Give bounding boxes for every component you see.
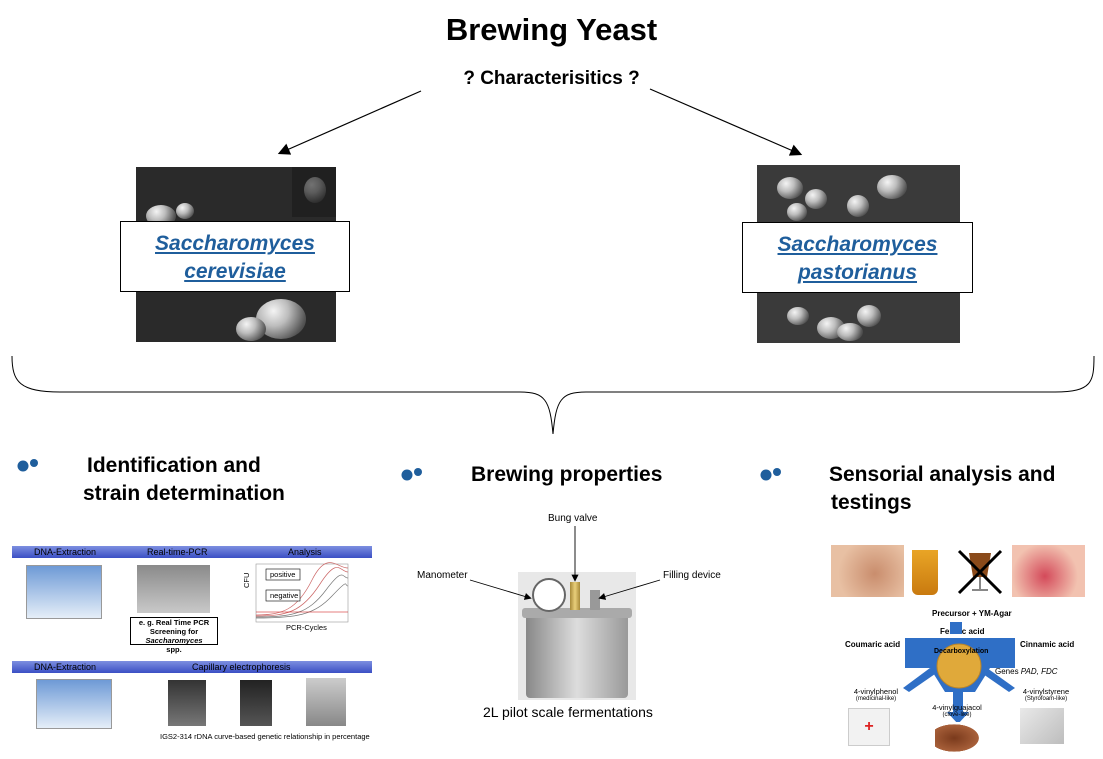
genes-prefix: Genes bbox=[995, 667, 1021, 676]
decarboxylation-arrows bbox=[903, 622, 1015, 724]
pcr-machine-photo bbox=[137, 565, 210, 613]
vinylguaiacol-block: 4-vinylguajacol (clove-like) bbox=[926, 703, 988, 718]
precursor-label: Precursor + YM-Agar bbox=[932, 609, 1012, 618]
nose-photo bbox=[831, 545, 904, 597]
step-dna-extraction-2: DNA-Extraction bbox=[34, 662, 97, 672]
cerevisiae-link-line1[interactable]: Saccharomyces bbox=[155, 232, 315, 255]
identification-heading-line1: Identification and bbox=[87, 454, 261, 477]
electrophoresis-screen-photo bbox=[240, 680, 272, 726]
cinnamic-acid-label: Cinnamic acid bbox=[1020, 640, 1075, 649]
pcr-curve-chart bbox=[255, 562, 349, 623]
pcr-caption-box: e. g. Real Time PCR Screening for Saccha… bbox=[130, 617, 218, 654]
coumaric-acid-label: Coumaric acid bbox=[845, 640, 901, 649]
decarboxylation-label: Decarboxylation bbox=[934, 648, 989, 655]
pipette-photo-2 bbox=[36, 679, 112, 729]
brewing-heading: Brewing properties bbox=[471, 463, 663, 486]
cerevisiae-label[interactable]: Saccharomyces cerevisiae bbox=[120, 221, 350, 292]
workflow-bar-row2: DNA-Extraction Capillary electrophoresis bbox=[12, 661, 372, 673]
question-label: ? Characterisitics ? bbox=[463, 68, 640, 89]
sensorial-heading-line1: Sensorial analysis and bbox=[829, 463, 1056, 486]
vinylguaiacol-note: (clove-like) bbox=[942, 712, 972, 718]
pcr-caption-line2b: Saccharomyces bbox=[145, 636, 203, 645]
vinylstyrene-label: 4-vinylstyrene bbox=[1022, 687, 1070, 696]
vinylstyrene-note: (Styrofoam-like) bbox=[1024, 696, 1068, 702]
step-realtime-pcr: Real-time-PCR bbox=[147, 547, 208, 557]
bung-valve-label: Bung valve bbox=[548, 513, 598, 524]
analyzer-photo bbox=[306, 678, 346, 726]
pcr-caption-line2a: Screening for bbox=[149, 627, 199, 636]
vinylstyrene-block: 4-vinylstyrene (Styrofoam-like) bbox=[1016, 687, 1076, 702]
vinylphenol-label: 4-vinylphenol bbox=[853, 687, 899, 696]
step-capillary-electrophoresis: Capillary electrophoresis bbox=[192, 662, 291, 672]
genes-italic: PAD, FDC bbox=[1020, 667, 1058, 676]
beer-glass-photo bbox=[912, 540, 938, 595]
sensorial-heading: Sensorial analysis and testings bbox=[829, 461, 1055, 517]
vinylphenol-note: (medicinal-like) bbox=[855, 696, 897, 702]
pcr-caption-line3: spp. bbox=[166, 645, 182, 654]
arrow-left bbox=[277, 90, 422, 155]
bullet-icon bbox=[17, 459, 38, 472]
bullet-icon bbox=[760, 468, 781, 481]
chart-positive-label: positive bbox=[270, 570, 296, 579]
ferulic-acid-label: Ferulic acid bbox=[940, 627, 985, 636]
genes-label: Genes PAD, FDC bbox=[995, 667, 1058, 676]
step-dna-extraction: DNA-Extraction bbox=[34, 547, 97, 557]
sensorial-heading-line2: testings bbox=[831, 491, 912, 514]
connector-lines bbox=[11, 88, 1095, 435]
identification-heading-line2: strain determination bbox=[83, 482, 285, 505]
curly-brace bbox=[11, 355, 1095, 435]
styrofoam-photo bbox=[1020, 708, 1064, 744]
pastorianus-link-line1[interactable]: Saccharomyces bbox=[777, 233, 938, 256]
pipette-photo bbox=[26, 565, 102, 619]
fermenter-photo bbox=[518, 572, 636, 700]
pcr-caption-line1: e. g. Real Time PCR bbox=[138, 618, 210, 627]
filling-device-label: Filling device bbox=[663, 570, 721, 581]
clove-photo bbox=[935, 722, 983, 754]
no-beer-icon bbox=[957, 549, 1003, 595]
pastorianus-link-line2[interactable]: pastorianus bbox=[797, 261, 918, 284]
workflow-bar-row1: DNA-Extraction Real-time-PCR Analysis bbox=[12, 546, 372, 558]
vinylphenol-block: 4-vinylphenol (medicinal-like) bbox=[851, 687, 901, 702]
pastorianus-label[interactable]: Saccharomyces pastorianus bbox=[742, 222, 973, 293]
diagram-title: Brewing Yeast bbox=[445, 12, 658, 47]
chart-y-label: CFU bbox=[242, 572, 251, 588]
tongue-photo bbox=[1012, 545, 1085, 597]
igs-caption: IGS2-314 rDNA curve-based genetic relati… bbox=[160, 732, 370, 741]
vinylguaiacol-label: 4-vinylguajacol bbox=[932, 703, 982, 712]
electrophoresis-device-photo bbox=[168, 680, 206, 726]
first-aid-icon: + bbox=[848, 708, 890, 746]
chart-x-label: PCR-Cycles bbox=[286, 623, 327, 632]
manometer-label: Manometer bbox=[417, 570, 468, 581]
step-analysis: Analysis bbox=[288, 547, 322, 557]
chart-negative-label: negative bbox=[270, 591, 299, 600]
arrow-right bbox=[649, 88, 803, 156]
identification-heading: Identification and strain determination bbox=[83, 452, 285, 508]
cerevisiae-link-line2[interactable]: cerevisiae bbox=[184, 260, 286, 283]
bullet-icon bbox=[401, 468, 422, 481]
fermentation-caption: 2L pilot scale fermentations bbox=[483, 704, 653, 720]
